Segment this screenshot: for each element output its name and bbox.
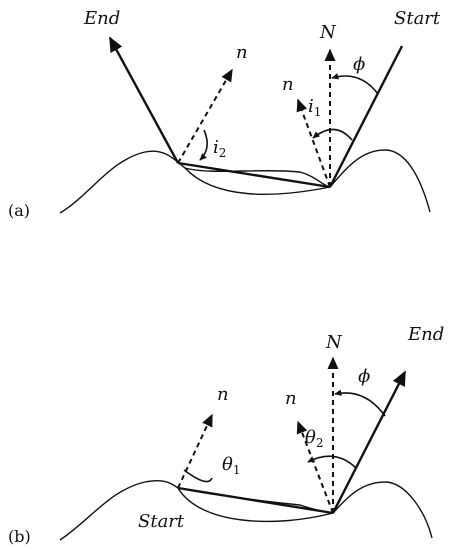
surface-a bbox=[59, 149, 431, 214]
label-start-a: Start bbox=[394, 8, 441, 29]
surface-b bbox=[59, 479, 433, 541]
label-i2-a: i2 bbox=[213, 137, 226, 160]
arc-i1-a bbox=[312, 128, 353, 141]
ray-start-b bbox=[177, 486, 334, 515]
panel-tag-a: (a) bbox=[8, 201, 30, 220]
label-end-a: End bbox=[83, 8, 120, 29]
label-n1-b: n bbox=[217, 384, 229, 405]
panel-tag-b: (b) bbox=[8, 527, 31, 546]
label-i1-a: i1 bbox=[308, 96, 321, 119]
ray-end-a bbox=[108, 36, 180, 164]
surface-b-lower bbox=[177, 487, 334, 523]
panel-b: End Start N n n ϕ θ2 θ1 (b) bbox=[8, 324, 444, 546]
label-start-b: Start bbox=[138, 511, 185, 532]
label-end-b: End bbox=[407, 324, 444, 345]
label-phi-b: ϕ bbox=[358, 366, 370, 387]
arc-theta2-b bbox=[307, 455, 357, 469]
arc-phi-a bbox=[331, 73, 379, 95]
label-theta2-b: θ2 bbox=[305, 427, 323, 450]
arc-theta1-b bbox=[183, 469, 213, 483]
arc-phi-b bbox=[334, 389, 386, 417]
ray-middle-a bbox=[177, 161, 331, 189]
panel-a: End Start N n n ϕ i1 i2 (a) bbox=[8, 8, 441, 220]
ray-start-a bbox=[328, 45, 404, 188]
normal-n1-a bbox=[296, 98, 331, 188]
label-n1-a: n bbox=[282, 74, 294, 95]
label-N-b: N bbox=[325, 332, 343, 353]
label-theta1-b: θ1 bbox=[222, 454, 240, 477]
label-n2-b: n bbox=[285, 388, 297, 409]
label-phi-a: ϕ bbox=[353, 54, 365, 75]
normal-n2-b bbox=[296, 420, 334, 514]
arc-i2-a bbox=[199, 129, 208, 161]
label-N-a: N bbox=[319, 22, 337, 43]
ray-end-b bbox=[331, 370, 407, 514]
label-n2-a: n bbox=[236, 42, 248, 63]
surface-a-lower bbox=[184, 167, 331, 195]
normal-n1-b bbox=[177, 413, 213, 489]
